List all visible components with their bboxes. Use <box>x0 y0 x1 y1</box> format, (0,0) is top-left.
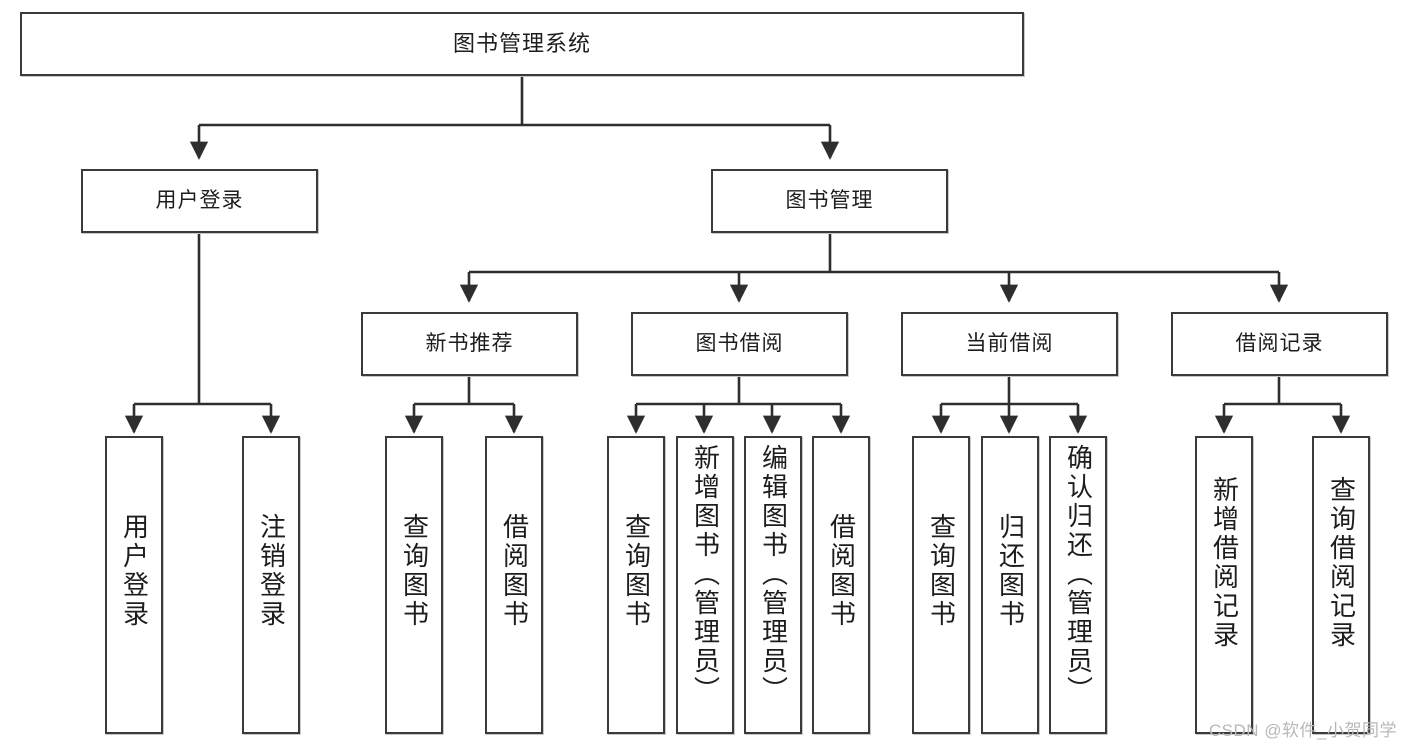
node-label: 新增图书（管理员） <box>690 444 721 705</box>
leaf-current-return-book[interactable]: 归还图书 <box>981 436 1039 734</box>
leaf-record-query-record[interactable]: 查询借阅记录 <box>1312 436 1370 734</box>
node-label: 借阅记录 <box>1235 331 1324 355</box>
node-label: 查询借阅记录 <box>1326 476 1357 650</box>
leaf-borrow-add-book-admin[interactable]: 新增图书（管理员） <box>676 436 734 734</box>
leaf-borrow-borrow-book[interactable]: 借阅图书 <box>812 436 870 734</box>
node-book-borrow[interactable]: 图书借阅 <box>631 312 848 376</box>
leaf-borrow-query-book[interactable]: 查询图书 <box>607 436 665 734</box>
node-label: 注销登录 <box>256 513 287 629</box>
node-label: 用户登录 <box>119 513 150 629</box>
node-label: 用户登录 <box>155 188 244 212</box>
leaf-current-query-book[interactable]: 查询图书 <box>912 436 970 734</box>
node-label: 查询图书 <box>926 513 957 629</box>
node-label: 新增借阅记录 <box>1209 476 1240 650</box>
node-book-management[interactable]: 图书管理 <box>711 169 948 233</box>
node-borrow-record[interactable]: 借阅记录 <box>1171 312 1388 376</box>
leaf-record-add-record[interactable]: 新增借阅记录 <box>1195 436 1253 734</box>
node-root-system[interactable]: 图书管理系统 <box>20 12 1024 76</box>
leaf-user-login-login[interactable]: 用户登录 <box>105 436 163 734</box>
leaf-recommend-borrow-book[interactable]: 借阅图书 <box>485 436 543 734</box>
node-label: 当前借阅 <box>965 331 1054 355</box>
node-label: 归还图书 <box>995 513 1026 629</box>
node-current-borrow[interactable]: 当前借阅 <box>901 312 1118 376</box>
node-user-login[interactable]: 用户登录 <box>81 169 318 233</box>
node-label: 确认归还（管理员） <box>1063 444 1094 705</box>
leaf-borrow-edit-book-admin[interactable]: 编辑图书（管理员） <box>744 436 802 734</box>
node-label: 查询图书 <box>399 513 430 629</box>
node-new-book-recommend[interactable]: 新书推荐 <box>361 312 578 376</box>
node-label: 查询图书 <box>621 513 652 629</box>
node-label: 图书借阅 <box>695 331 784 355</box>
csdn-watermark: CSDN @软件_小贺同学 <box>1208 721 1397 740</box>
leaf-user-login-logout[interactable]: 注销登录 <box>242 436 300 734</box>
leaf-current-confirm-return-admin[interactable]: 确认归还（管理员） <box>1049 436 1107 734</box>
node-label: 图书管理 <box>785 188 874 212</box>
node-label: 新书推荐 <box>425 331 514 355</box>
node-label: 借阅图书 <box>499 513 530 629</box>
leaf-recommend-query-book[interactable]: 查询图书 <box>385 436 443 734</box>
node-label: 借阅图书 <box>826 513 857 629</box>
node-label: 图书管理系统 <box>452 31 591 57</box>
node-label: 编辑图书（管理员） <box>758 444 789 705</box>
